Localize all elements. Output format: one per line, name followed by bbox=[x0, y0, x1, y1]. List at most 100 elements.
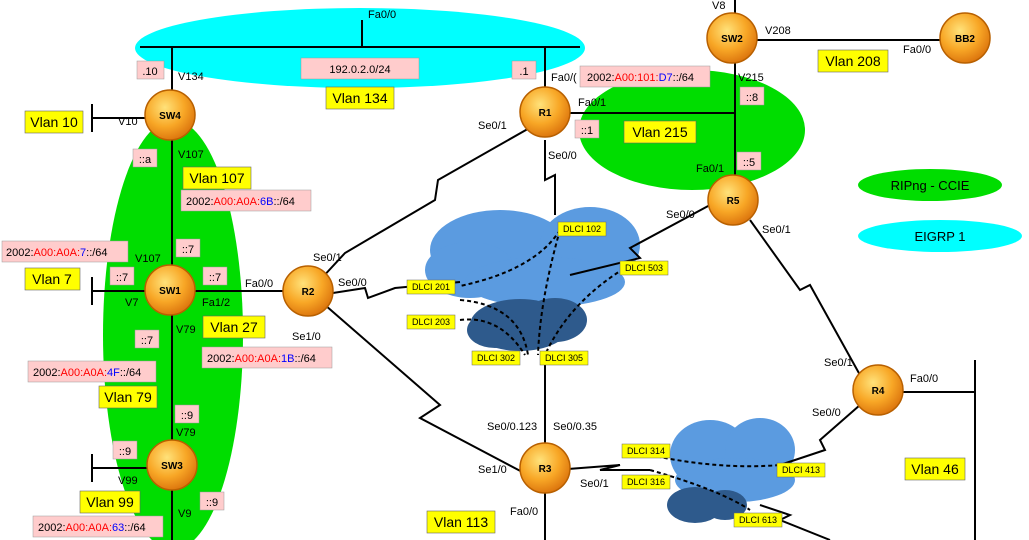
vlan-labels: Vlan 134 Vlan 10 Vlan 107 Vlan 7 Vlan 27… bbox=[24, 49, 966, 534]
iface-fa12: Fa1/2 bbox=[202, 297, 230, 309]
vlan-79: Vlan 79 bbox=[104, 389, 152, 405]
vlan-10: Vlan 10 bbox=[30, 114, 78, 130]
bb2-device[interactable]: BB2 bbox=[939, 12, 991, 64]
dlci-102: DLCI 102 bbox=[563, 224, 601, 234]
iface-r2-fa00: Fa0/0 bbox=[245, 278, 273, 290]
host-h9b: ::9 bbox=[119, 446, 131, 458]
sw1-device[interactable]: SW1 bbox=[144, 264, 196, 316]
iface-v7: V7 bbox=[125, 297, 138, 309]
subnet-p27: 2002:A00:A0A:1B::/64 bbox=[207, 353, 316, 365]
sw3-device[interactable]: SW3 bbox=[146, 439, 198, 491]
dlci-314: DLCI 314 bbox=[627, 446, 665, 456]
iface-r1-se00: Se0/0 bbox=[548, 150, 577, 162]
bb2-label: BB2 bbox=[955, 34, 975, 45]
host-id-labels: .10 .1 ::a ::7 ::7 ::7 ::7 ::9 ::9 ::9 :… bbox=[109, 60, 765, 511]
dlci-316: DLCI 316 bbox=[627, 477, 665, 487]
subnet-p215: 2002:A00:101:D7::/64 bbox=[587, 72, 694, 84]
legend-ripng: RIPng - CCIE bbox=[891, 178, 970, 193]
iface-r1-fa00: Fa0/( bbox=[551, 72, 577, 84]
dlci-305: DLCI 305 bbox=[545, 353, 583, 363]
subnet-p79: 2002:A00:A0A:4F::/64 bbox=[33, 367, 141, 379]
iface-r1-fa01: Fa0/1 bbox=[578, 97, 606, 109]
sw2-label: SW2 bbox=[721, 34, 743, 45]
iface-r3-se035: Se0/0.35 bbox=[553, 421, 597, 433]
vlan-107: Vlan 107 bbox=[189, 170, 244, 186]
iface-r2-se10: Se1/0 bbox=[292, 331, 321, 343]
iface-v9: V9 bbox=[178, 508, 191, 520]
iface-v107-b: V107 bbox=[135, 253, 161, 265]
host-h1: .1 bbox=[519, 66, 528, 78]
iface-v79-b: V79 bbox=[176, 427, 196, 439]
iface-r3-se10: Se1/0 bbox=[478, 464, 507, 476]
dlci-613: DLCI 613 bbox=[739, 515, 777, 525]
legend-ripng-swatch bbox=[858, 169, 1002, 201]
iface-v134: V134 bbox=[178, 71, 204, 83]
r5-device[interactable]: R5 bbox=[707, 174, 759, 226]
sw4-label: SW4 bbox=[159, 111, 181, 122]
vlan-215: Vlan 215 bbox=[632, 124, 687, 140]
vlan-46: Vlan 46 bbox=[911, 461, 959, 477]
host-h8: ::8 bbox=[746, 92, 758, 104]
dlci-503: DLCI 503 bbox=[625, 263, 663, 273]
sw1-label: SW1 bbox=[159, 286, 181, 297]
dlci-413: DLCI 413 bbox=[782, 465, 820, 475]
r4-label: R4 bbox=[872, 386, 885, 397]
vlan-99: Vlan 99 bbox=[86, 494, 134, 510]
iface-r5-se01: Se0/1 bbox=[762, 224, 791, 236]
iface-r3-fa00: Fa0/0 bbox=[510, 506, 538, 518]
iface-v215: V215 bbox=[738, 72, 764, 84]
iface-r4-fa00: Fa0/0 bbox=[910, 373, 938, 385]
iface-v10: V10 bbox=[118, 116, 138, 128]
iface-v107-a: V107 bbox=[178, 149, 204, 161]
sw4-device[interactable]: SW4 bbox=[144, 89, 196, 141]
vlan-27: Vlan 27 bbox=[210, 319, 258, 335]
host-ha: ::a bbox=[139, 154, 152, 166]
host-h9a: ::9 bbox=[181, 410, 193, 422]
vlan-113: Vlan 113 bbox=[434, 514, 488, 530]
host-h9c: ::9 bbox=[206, 497, 218, 509]
iface-r3-se0123: Se0/0.123 bbox=[487, 421, 537, 433]
host-h7b: ::7 bbox=[116, 272, 128, 284]
iface-fa00-top: Fa0/0 bbox=[368, 9, 396, 21]
iface-r4-se01: Se0/1 bbox=[824, 357, 853, 369]
legend: RIPng - CCIE EIGRP 1 bbox=[858, 169, 1022, 252]
host-h7a: ::7 bbox=[182, 244, 194, 256]
r3-label: R3 bbox=[539, 464, 552, 475]
host-h7d: ::7 bbox=[141, 335, 153, 347]
r1-device[interactable]: R1 bbox=[519, 86, 571, 138]
dlci-labels: DLCI 102 DLCI 201 DLCI 203 DLCI 302 DLCI… bbox=[406, 221, 826, 528]
frame-relay-cloud-top bbox=[425, 207, 640, 351]
r2-label: R2 bbox=[302, 287, 315, 298]
subnet-labels: 192.0.2.0/24 2002:A00:101:D7::/64 2002:A… bbox=[1, 57, 711, 538]
dlci-203: DLCI 203 bbox=[412, 317, 450, 327]
iface-r4-se00: Se0/0 bbox=[812, 407, 841, 419]
sw3-label: SW3 bbox=[161, 461, 183, 472]
r4-device[interactable]: R4 bbox=[852, 364, 904, 416]
iface-bb2-fa00: Fa0/0 bbox=[903, 44, 931, 56]
host-h5: ::5 bbox=[743, 157, 755, 169]
iface-v99: V99 bbox=[118, 475, 138, 487]
subnet-p7: 2002:A00:A0A:7::/64 bbox=[6, 247, 108, 259]
iface-r2-se01: Se0/1 bbox=[313, 252, 342, 264]
iface-v79-a: V79 bbox=[176, 324, 196, 336]
dlci-201: DLCI 201 bbox=[412, 282, 450, 292]
iface-v8: V8 bbox=[712, 0, 725, 12]
host-h1r1: ::1 bbox=[581, 125, 593, 137]
vlan-134: Vlan 134 bbox=[332, 90, 387, 106]
host-h10: .10 bbox=[142, 66, 157, 78]
iface-r1-se01: Se0/1 bbox=[478, 120, 507, 132]
r5-label: R5 bbox=[727, 196, 740, 207]
iface-r3-se01: Se0/1 bbox=[580, 478, 609, 490]
r2-device[interactable]: R2 bbox=[282, 265, 334, 317]
r1-label: R1 bbox=[539, 108, 552, 119]
vlan-208: Vlan 208 bbox=[825, 53, 880, 69]
subnet-p107: 2002:A00:A0A:6B::/64 bbox=[186, 196, 295, 208]
iface-v208: V208 bbox=[765, 25, 791, 37]
r3-device[interactable]: R3 bbox=[519, 442, 571, 494]
frame-relay-cloud-bottom bbox=[667, 418, 795, 523]
legend-eigrp: EIGRP 1 bbox=[914, 229, 965, 244]
legend-eigrp-swatch bbox=[858, 220, 1022, 252]
interface-labels: Fa0/0 V134 V10 V107 V107 V7 Fa1/2 V79 V7… bbox=[118, 0, 938, 520]
iface-r5-fa01: Fa0/1 bbox=[696, 163, 724, 175]
sw2-device[interactable]: SW2 bbox=[706, 12, 758, 64]
